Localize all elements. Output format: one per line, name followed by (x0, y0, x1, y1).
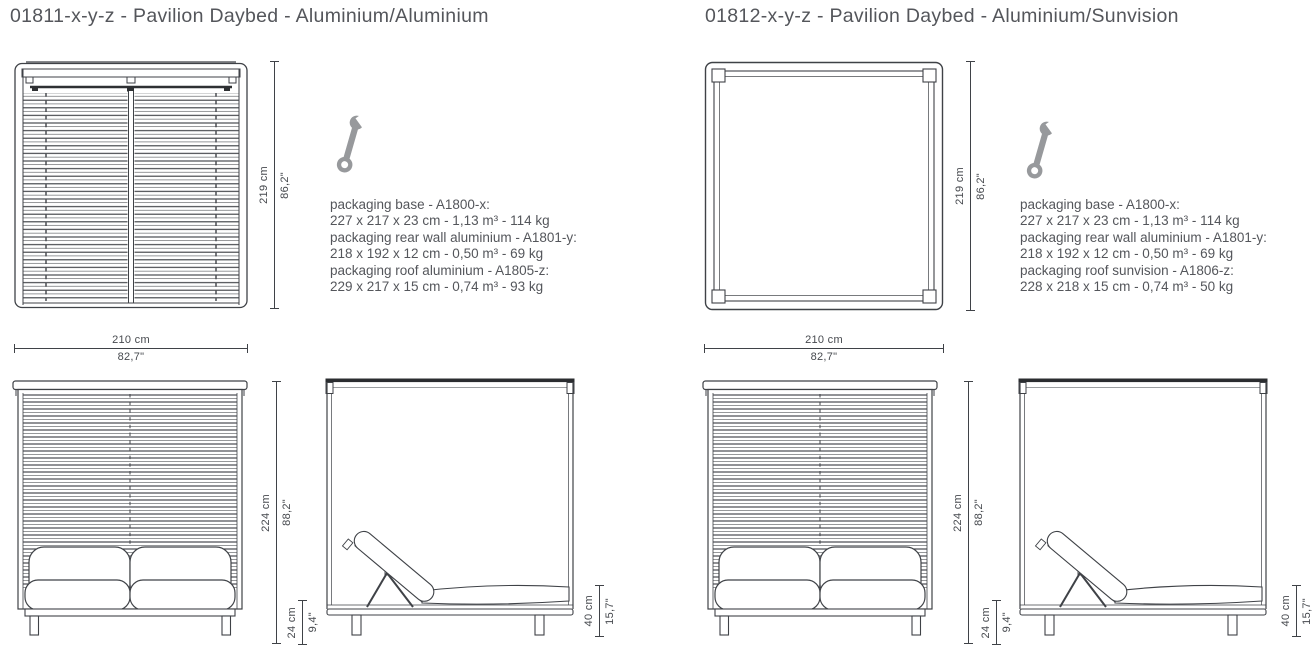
packaging-label: packaging base - A1800-x: (330, 197, 490, 212)
dimension-seat-cm: 40 cm (1280, 595, 1292, 627)
dimension-seat-height: 40 cm 15,7" (583, 585, 616, 637)
product-title: 01811-x-y-z - Pavilion Daybed - Aluminiu… (10, 5, 489, 27)
packaging-label: packaging roof sunvision - A1806-z: (1020, 262, 1234, 278)
product-panel-aluminium: 01811-x-y-z - Pavilion Daybed - Aluminiu… (10, 5, 616, 645)
dimension-width: 210 cm 82,7" (704, 334, 944, 363)
dimension-base-in: 9,4" (307, 612, 319, 633)
dimension-depth-cm: 219 cm (258, 166, 270, 204)
dimension-width-cm: 210 cm (805, 334, 843, 346)
dimension-depth: 219 cm 86,2" (954, 61, 987, 311)
dimension-seat-in: 15,7" (1301, 597, 1313, 625)
dimension-line (270, 61, 279, 309)
dimension-width: 210 cm 82,7" (14, 334, 248, 363)
product-panel-sunvision: 01812-x-y-z - Pavilion Daybed - Aluminiu… (690, 0, 1315, 649)
product-title: 01812-x-y-z - Pavilion Daybed - Aluminiu… (705, 5, 1179, 27)
dimension-depth: 219 cm 86,2" (258, 61, 291, 309)
packaging-value: 218 x 192 x 12 cm - 0,50 m³ - 69 kg (330, 246, 544, 262)
packaging-label: packaging rear wall aluminium - A1801-y: (330, 229, 577, 245)
dimension-width-cm: 210 cm (112, 334, 150, 346)
dimension-line (1292, 585, 1301, 637)
packaging-label: packaging rear wall aluminium - A1801-y: (1020, 229, 1267, 245)
dimension-depth-cm: 219 cm (954, 167, 966, 205)
front-view-drawing (702, 380, 938, 636)
packaging-value: 227 x 217 x 23 cm - 1,13 m³ - 114 kg (1020, 213, 1240, 229)
dimension-line (298, 600, 307, 645)
packaging-value: 218 x 192 x 12 cm - 0,50 m³ - 69 kg (1020, 246, 1234, 262)
dimension-base-height: 24 cm 9,4" (980, 600, 1013, 645)
dimension-height-cm: 224 cm (260, 493, 272, 532)
dimension-height-in: 88,2" (973, 499, 985, 526)
packaging-value: 228 x 218 x 15 cm - 0,74 m³ - 50 kg (1020, 279, 1234, 295)
dimension-height: 224 cm 88,2" (952, 381, 985, 644)
packaging-label: packaging roof aluminium - A1805-z: (330, 262, 550, 278)
dimension-line (992, 600, 1001, 645)
dimension-base-height: 24 cm 9,4" (286, 600, 319, 645)
packaging-info: packaging base - A1800-x: 227 x 217 x 23… (330, 197, 577, 295)
assembly-wrench-icon (335, 112, 370, 176)
dimension-line (272, 381, 281, 644)
dimension-height: 224 cm 88,2" (260, 381, 293, 644)
side-view-drawing (325, 377, 575, 637)
dimension-width-in: 82,7" (117, 351, 145, 363)
dimension-line (964, 381, 973, 644)
dimension-height-cm: 224 cm (952, 493, 964, 532)
packaging-value: 227 x 217 x 23 cm - 1,13 m³ - 114 kg (330, 213, 550, 229)
assembly-wrench-icon (1025, 118, 1060, 182)
dimension-width-in: 82,7" (810, 351, 838, 363)
dimension-base-cm: 24 cm (286, 606, 298, 639)
dimension-base-in: 9,4" (1001, 612, 1013, 633)
front-view-drawing (12, 380, 248, 636)
top-view-drawing (14, 61, 248, 309)
top-view-drawing (704, 61, 944, 311)
dimension-seat-cm: 40 cm (583, 595, 595, 627)
dimension-line (595, 585, 604, 637)
dimension-seat-in: 15,7" (604, 597, 616, 625)
dimension-base-cm: 24 cm (980, 606, 992, 639)
dimension-depth-in: 86,2" (279, 171, 291, 199)
dimension-depth-in: 86,2" (975, 172, 987, 200)
dimension-line (966, 61, 975, 311)
dimension-line (704, 344, 944, 353)
dimension-line (14, 344, 248, 353)
packaging-label: packaging base - A1800-x: (1020, 197, 1180, 212)
dimension-seat-height: 40 cm 15,7" (1280, 585, 1313, 637)
dimension-height-in: 88,2" (281, 499, 293, 526)
packaging-value: 229 x 217 x 15 cm - 0,74 m³ - 93 kg (330, 279, 544, 295)
side-view-drawing (1018, 377, 1268, 637)
packaging-info: packaging base - A1800-x: 227 x 217 x 23… (1020, 197, 1267, 295)
